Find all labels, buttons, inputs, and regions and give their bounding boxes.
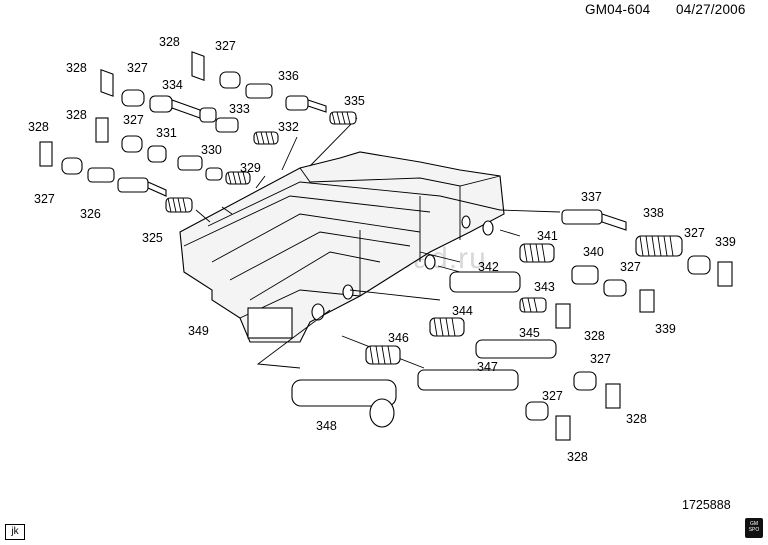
callout-343: 343 <box>534 280 555 294</box>
gm-spo-logo: GM SPO <box>745 518 763 538</box>
callout-327: 327 <box>123 113 144 127</box>
callout-344: 344 <box>452 304 473 318</box>
valve-body <box>179 151 505 343</box>
callout-339: 339 <box>715 235 736 249</box>
callout-327: 327 <box>127 61 148 75</box>
callout-331: 331 <box>156 126 177 140</box>
callout-327: 327 <box>34 192 55 206</box>
callout-339: 339 <box>655 322 676 336</box>
callout-347: 347 <box>477 360 498 374</box>
callout-328: 328 <box>567 450 588 464</box>
callout-338: 338 <box>643 206 664 220</box>
callout-328: 328 <box>28 120 49 134</box>
callout-327: 327 <box>590 352 611 366</box>
callout-328: 328 <box>626 412 647 426</box>
diagram-date: 04/27/2006 <box>676 2 746 17</box>
callout-332: 332 <box>278 120 299 134</box>
callout-328: 328 <box>159 35 180 49</box>
callout-327: 327 <box>684 226 705 240</box>
callout-329: 329 <box>240 161 261 175</box>
callout-327: 327 <box>542 389 563 403</box>
callout-328: 328 <box>66 61 87 75</box>
row2-parts <box>39 117 251 213</box>
callout-327: 327 <box>620 260 641 274</box>
callout-327: 327 <box>215 39 236 53</box>
callout-348: 348 <box>316 419 337 433</box>
diagram-code: GM04-604 <box>585 2 651 17</box>
callout-328: 328 <box>66 108 87 122</box>
callout-337: 337 <box>581 190 602 204</box>
figure-number: 1725888 <box>682 498 731 512</box>
callout-346: 346 <box>388 331 409 345</box>
row1-parts <box>100 51 357 145</box>
callout-328: 328 <box>584 329 605 343</box>
callout-326: 326 <box>80 207 101 221</box>
callout-334: 334 <box>162 78 183 92</box>
retainer-clip <box>100 69 114 97</box>
leader-lines <box>195 117 561 369</box>
callout-341: 341 <box>537 229 558 243</box>
callout-340: 340 <box>583 245 604 259</box>
right-parts <box>291 209 733 441</box>
callout-325: 325 <box>142 231 163 245</box>
callout-333: 333 <box>229 102 250 116</box>
callout-349: 349 <box>188 324 209 338</box>
callout-labels: 328 327 328 327 334 336 335 328 327 333 … <box>28 35 736 464</box>
callout-336: 336 <box>278 69 299 83</box>
author-stamp: jk <box>5 524 25 540</box>
callout-330: 330 <box>201 143 222 157</box>
callout-335: 335 <box>344 94 365 108</box>
callout-345: 345 <box>519 326 540 340</box>
callout-342: 342 <box>478 260 499 274</box>
